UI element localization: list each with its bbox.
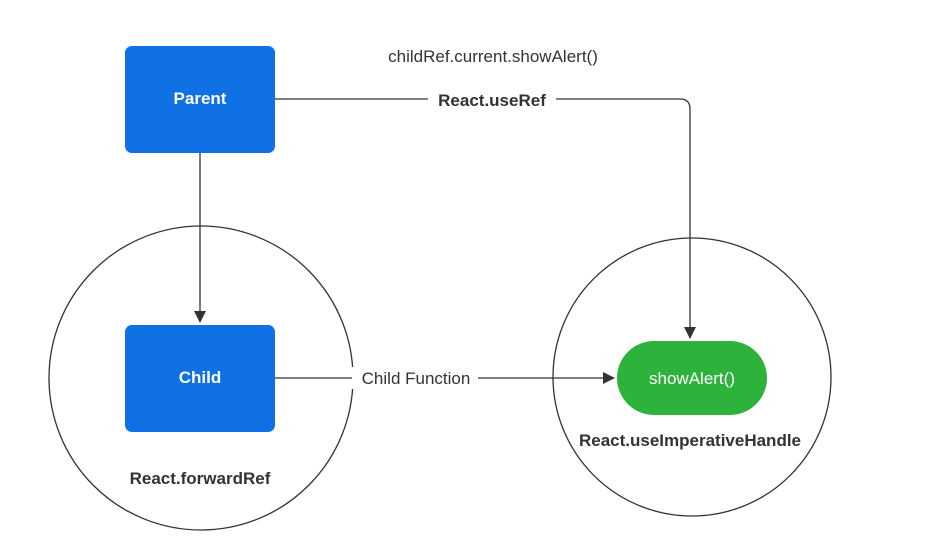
child-function-label-background	[352, 367, 478, 389]
show-alert-pill	[617, 341, 767, 415]
use-ref-connector	[275, 98, 696, 339]
imperative-handle-label: React.useImperativeHandle	[579, 431, 801, 450]
show-alert-label: showAlert()	[649, 369, 735, 388]
parent-node: Parent	[125, 46, 275, 153]
show-alert-node: showAlert()	[617, 341, 767, 415]
child-node: Child	[125, 325, 275, 432]
use-ref-edge-label: React.useRef	[438, 91, 546, 110]
child-node-label: Child	[179, 368, 222, 387]
imperative-handle-scope-circle	[552, 237, 832, 517]
use-ref-label-background	[428, 88, 556, 110]
forward-ref-label: React.forwardRef	[130, 469, 271, 488]
parent-node-box	[125, 46, 275, 153]
child-function-edge-label: Child Function	[362, 369, 471, 388]
parent-node-label: Parent	[174, 89, 227, 108]
method-call-annotation: childRef.current.showAlert()	[388, 47, 598, 66]
child-node-box	[125, 325, 275, 432]
